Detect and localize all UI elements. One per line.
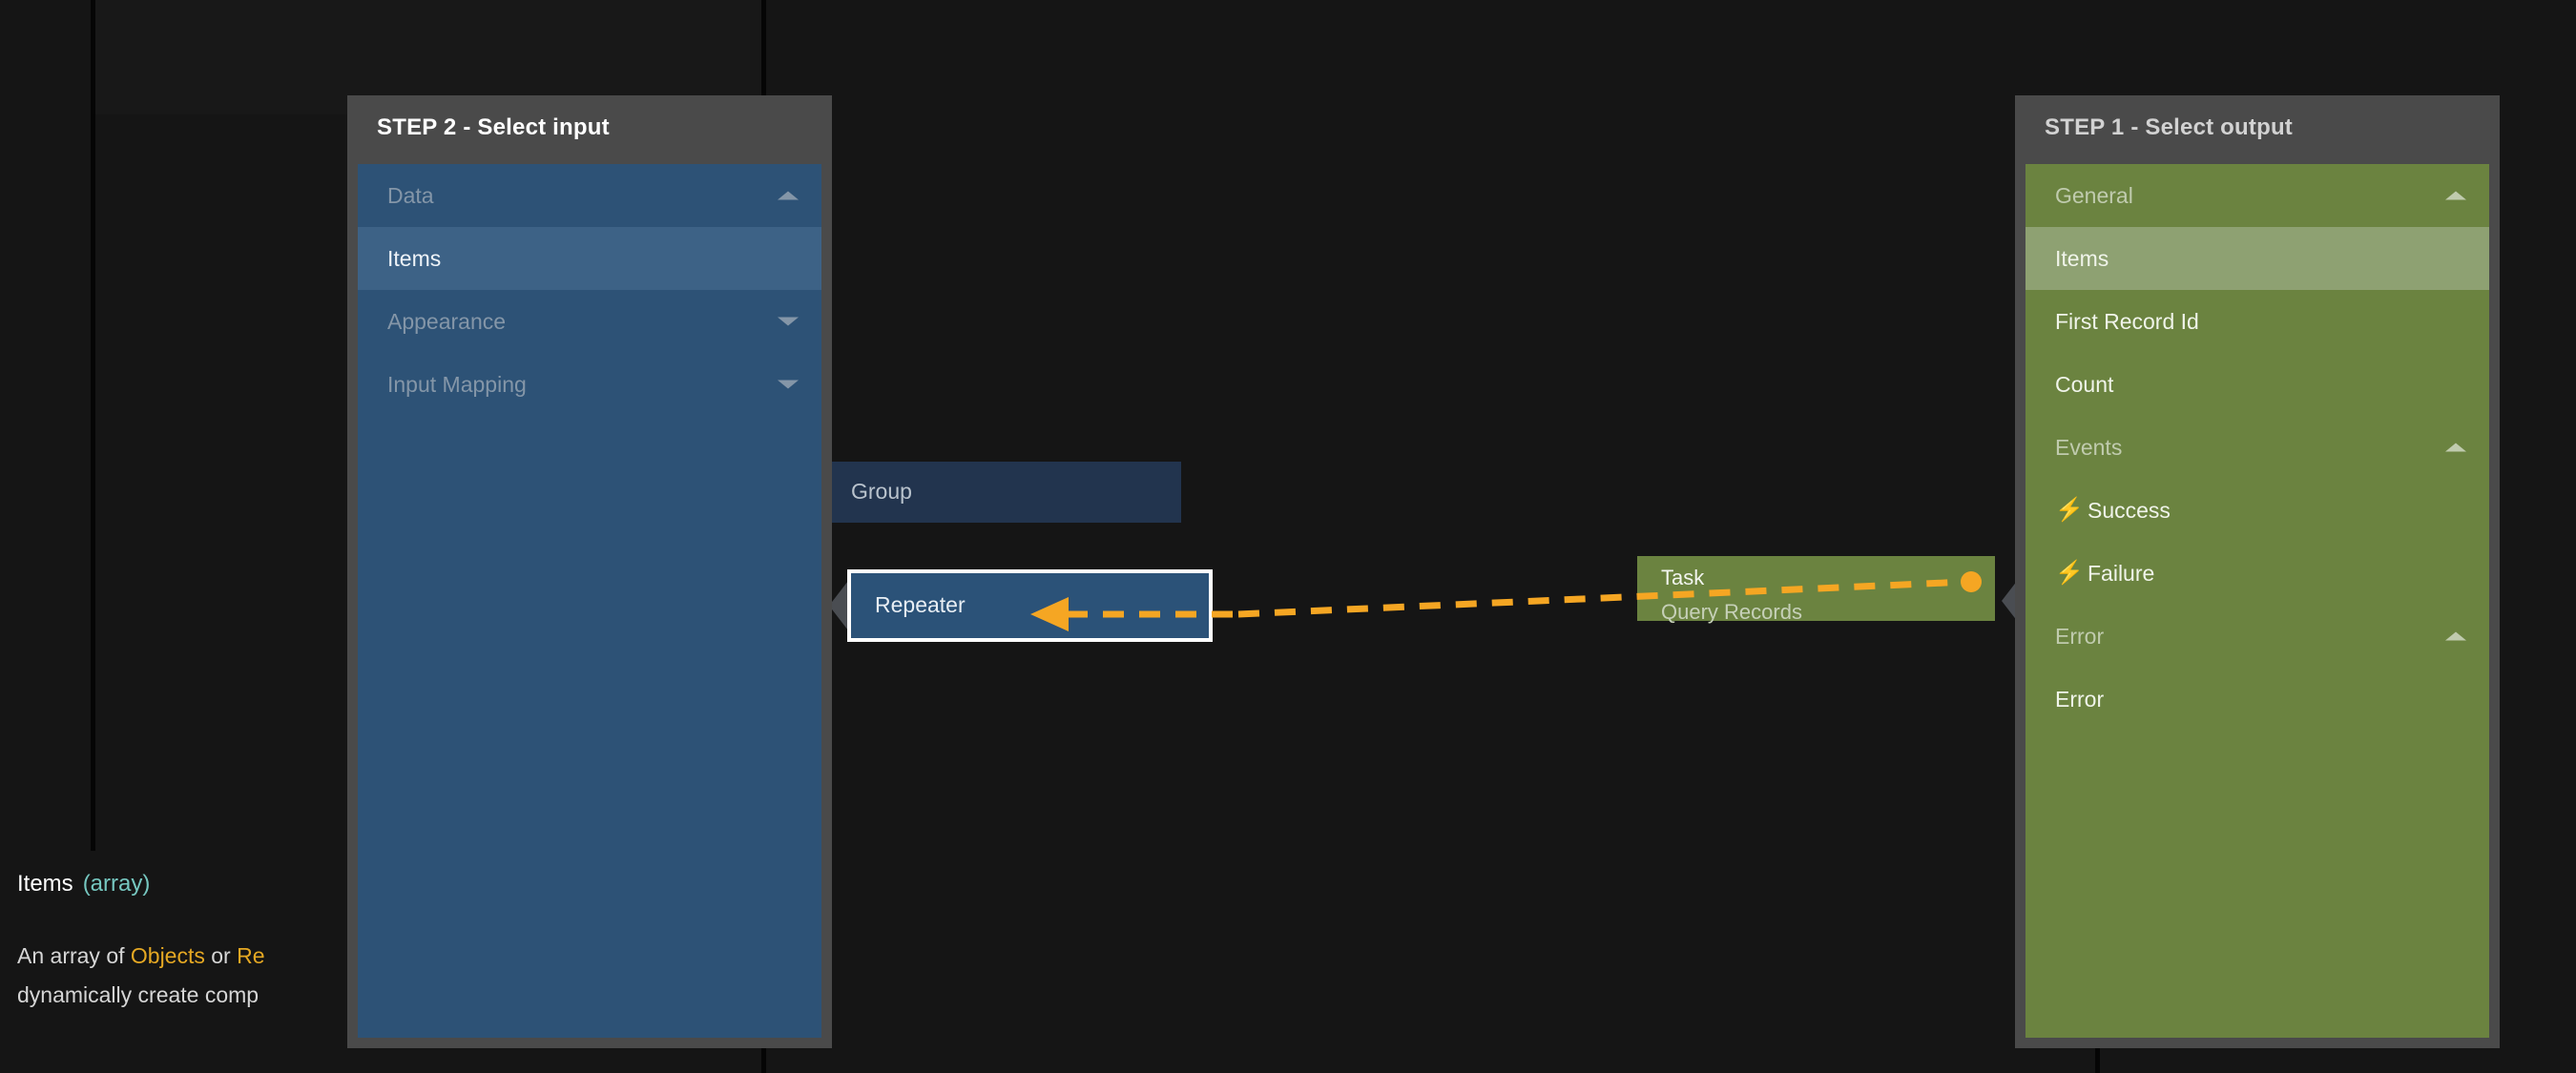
- property-doc-description: An array of Objects or Re dynamically cre…: [17, 937, 345, 1015]
- step1-tree-item-first-record-id[interactable]: First Record Id: [2025, 290, 2489, 353]
- step1-tree-group-events[interactable]: Events: [2025, 416, 2489, 479]
- step2-panel-title: STEP 2 - Select input: [377, 114, 610, 140]
- flow-node-task-subtitle: Query Records: [1661, 600, 1802, 624]
- step1-tree-item-items-label: Items: [2055, 245, 2109, 271]
- step1-tree-item-success[interactable]: ⚡ Success: [2025, 479, 2489, 542]
- step1-panel-header: STEP 1 - Select output: [2015, 95, 2500, 160]
- step1-panel-body: General Items First Record Id Count Even…: [2025, 164, 2489, 1038]
- bolt-icon: ⚡: [2055, 497, 2084, 523]
- flow-node-repeater-title: Repeater: [875, 592, 966, 617]
- step1-tree-group-error-label: Error: [2055, 623, 2105, 649]
- step2-panel-body: Data Items Appearance Input Mapping: [358, 164, 821, 1038]
- doc-keyword-records: Re: [237, 943, 265, 968]
- step2-tree-item-items[interactable]: Items: [358, 227, 821, 290]
- property-doc-title: Items (array): [17, 871, 150, 898]
- step2-tree-group-data[interactable]: Data: [358, 164, 821, 227]
- repeater-input-handle-icon[interactable]: [829, 581, 848, 630]
- chevron-down-icon[interactable]: [778, 380, 799, 389]
- step1-tree-group-events-label: Events: [2055, 434, 2123, 460]
- step1-tree-item-error[interactable]: Error: [2025, 668, 2489, 731]
- step2-panel-header: STEP 2 - Select input: [347, 95, 832, 160]
- flow-node-group[interactable]: Group: [828, 462, 1181, 523]
- doc-text-line2: dynamically create comp: [17, 982, 260, 1007]
- step2-tree-group-appearance[interactable]: Appearance: [358, 290, 821, 353]
- step2-tree-group-appearance-label: Appearance: [387, 308, 507, 334]
- step1-tree-item-success-label: Success: [2088, 497, 2171, 523]
- step1-tree-item-first-record-id-label: First Record Id: [2055, 308, 2199, 334]
- step1-select-output-panel: STEP 1 - Select output General Items Fir…: [2015, 95, 2500, 1048]
- flow-node-group-title: Group: [851, 479, 912, 504]
- step1-tree-item-failure[interactable]: ⚡ Failure: [2025, 542, 2489, 605]
- step1-tree-item-count-label: Count: [2055, 371, 2114, 397]
- step2-tree-item-items-label: Items: [387, 245, 442, 271]
- chevron-up-icon[interactable]: [2445, 443, 2466, 452]
- step1-tree-item-count[interactable]: Count: [2025, 353, 2489, 416]
- step2-tree-group-data-label: Data: [387, 182, 434, 208]
- chevron-up-icon[interactable]: [778, 191, 799, 200]
- property-doc-type: (array): [82, 871, 151, 897]
- bolt-icon: ⚡: [2055, 560, 2084, 586]
- flow-node-repeater[interactable]: Repeater: [847, 569, 1213, 642]
- canvas-divider-mid-bottom: [761, 1045, 766, 1073]
- chevron-down-icon[interactable]: [778, 317, 799, 326]
- step2-tree-group-input-mapping-label: Input Mapping: [387, 371, 527, 397]
- doc-keyword-objects: Objects: [130, 943, 205, 968]
- property-doc-name: Items: [17, 871, 73, 897]
- canvas-divider-right: [2095, 1040, 2100, 1073]
- step1-panel-title: STEP 1 - Select output: [2045, 114, 2293, 140]
- step1-tree-item-failure-label: Failure: [2088, 560, 2155, 586]
- step2-tree-group-input-mapping[interactable]: Input Mapping: [358, 353, 821, 416]
- step1-tree-group-general[interactable]: General: [2025, 164, 2489, 227]
- chevron-up-icon[interactable]: [2445, 191, 2466, 200]
- property-doc-panel: Items (array) An array of Objects or Re dy…: [0, 851, 345, 1073]
- canvas-divider-left: [91, 0, 95, 851]
- doc-text-1: An array of: [17, 943, 131, 968]
- doc-text-2: or: [204, 943, 238, 968]
- step1-tree-item-items[interactable]: Items: [2025, 227, 2489, 290]
- canvas-divider-mid-top: [761, 0, 766, 114]
- flow-node-task[interactable]: Task Query Records: [1637, 556, 1995, 624]
- step1-tree-item-error-label: Error: [2055, 686, 2105, 712]
- flow-node-task-title: Task: [1661, 566, 1705, 589]
- step2-select-input-panel: STEP 2 - Select input Data Items Appeara…: [347, 95, 832, 1048]
- step1-tree-group-error[interactable]: Error: [2025, 605, 2489, 668]
- chevron-up-icon[interactable]: [2445, 631, 2466, 641]
- step1-tree-group-general-label: General: [2055, 182, 2133, 208]
